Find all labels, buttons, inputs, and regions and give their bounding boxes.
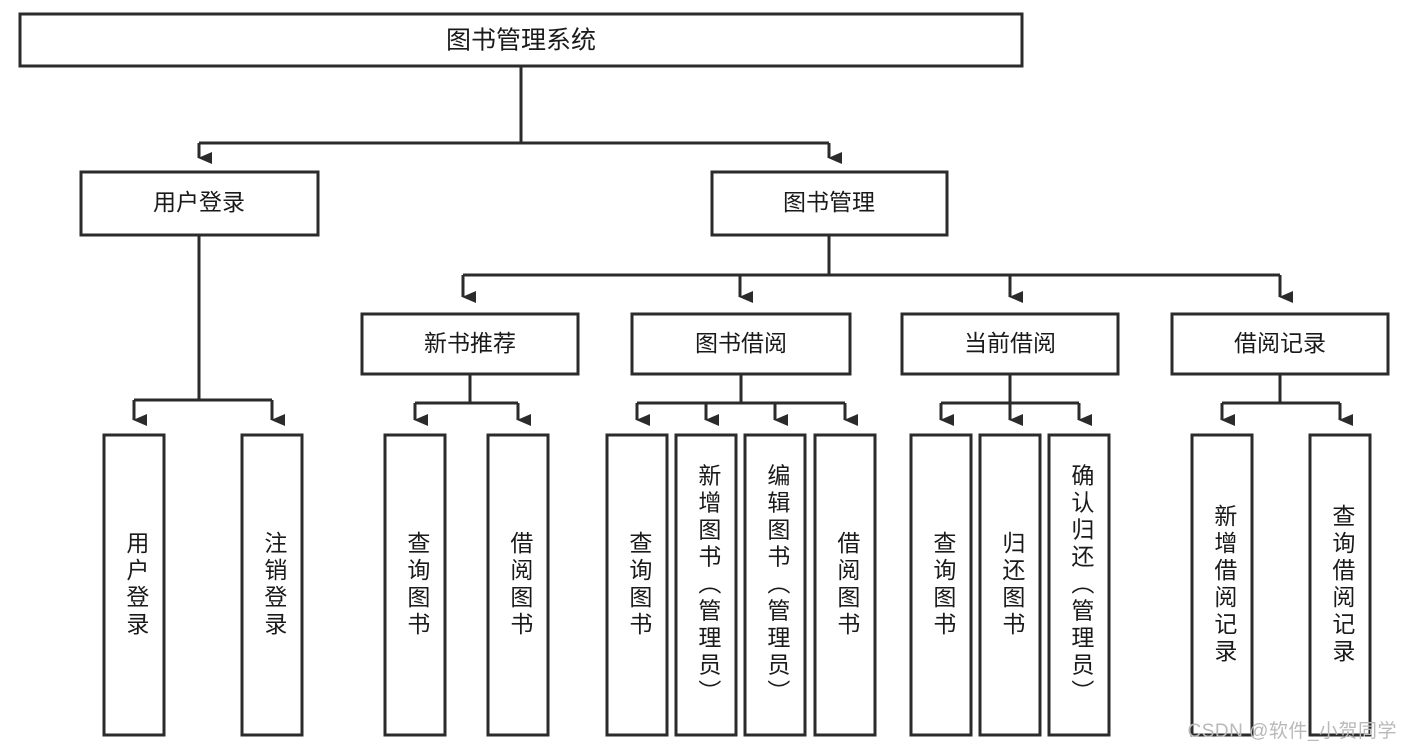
connector-root-to-level1 <box>197 66 842 164</box>
node-leaf-query-book-2[interactable]: 查询图书 <box>605 433 669 737</box>
node-leaf-logout-login[interactable]: 注销登录 <box>240 433 304 737</box>
node-root-label: 图书管理系统 <box>446 27 596 55</box>
node-leaf-return-book-label: 归还图书 <box>999 531 1026 639</box>
node-borrow-record[interactable]: 借阅记录 <box>1170 312 1390 376</box>
node-leaf-query-book-1[interactable]: 查询图书 <box>383 433 447 737</box>
node-user-login-label: 用户登录 <box>153 189 245 215</box>
node-leaf-query-book-1-label: 查询图书 <box>404 531 431 639</box>
node-user-login[interactable]: 用户登录 <box>79 170 320 237</box>
node-leaf-add-borrow-record-label: 新增借阅记录 <box>1211 504 1238 666</box>
node-leaf-edit-book-admin-label: 编辑图书（管理员） <box>764 464 791 707</box>
node-leaf-confirm-return-admin-label: 确认归还（管理员） <box>1068 464 1095 707</box>
connector-bookmanagement-to-level2 <box>461 235 1293 303</box>
connector-borrowrecord-to-leaves <box>1220 374 1353 426</box>
node-leaf-borrow-book-2-label: 借阅图书 <box>834 531 861 639</box>
node-leaf-borrow-book-2[interactable]: 借阅图书 <box>813 433 877 737</box>
node-book-management[interactable]: 图书管理 <box>710 170 949 237</box>
node-leaf-user-login[interactable]: 用户登录 <box>102 433 166 737</box>
connector-bookborrow-to-leaves <box>635 374 858 426</box>
csdn-watermark: CSDN @软件_小贺同学 <box>1187 721 1397 742</box>
node-leaf-user-login-label: 用户登录 <box>123 531 150 639</box>
connector-currentborrow-to-leaves <box>939 374 1092 426</box>
node-leaf-confirm-return-admin[interactable]: 确认归还（管理员） <box>1047 433 1111 737</box>
node-leaf-borrow-book-1-label: 借阅图书 <box>507 531 534 639</box>
connector-userlogin-to-leaves <box>132 235 285 426</box>
node-leaf-return-book[interactable]: 归还图书 <box>978 433 1042 737</box>
node-new-book-recommend[interactable]: 新书推荐 <box>360 312 580 376</box>
node-leaf-query-book-3[interactable]: 查询图书 <box>909 433 973 737</box>
node-leaf-add-book-admin-label: 新增图书（管理员） <box>695 464 722 707</box>
node-current-borrow-label: 当前借阅 <box>964 330 1056 356</box>
node-leaf-query-borrow-record[interactable]: 查询借阅记录 <box>1308 433 1372 737</box>
node-book-borrow-label: 图书借阅 <box>695 330 787 356</box>
node-leaf-borrow-book-1[interactable]: 借阅图书 <box>486 433 550 737</box>
node-borrow-record-label: 借阅记录 <box>1234 330 1326 356</box>
node-book-management-label: 图书管理 <box>783 189 875 215</box>
node-leaf-query-book-3-label: 查询图书 <box>930 531 957 639</box>
node-leaf-add-book-admin[interactable]: 新增图书（管理员） <box>674 433 738 737</box>
node-new-book-recommend-label: 新书推荐 <box>424 330 516 356</box>
node-book-borrow[interactable]: 图书借阅 <box>630 312 852 376</box>
node-leaf-query-book-2-label: 查询图书 <box>626 531 653 639</box>
node-leaf-add-borrow-record[interactable]: 新增借阅记录 <box>1190 433 1254 737</box>
node-leaf-edit-book-admin[interactable]: 编辑图书（管理员） <box>743 433 807 737</box>
node-leaf-logout-login-label: 注销登录 <box>261 531 288 639</box>
node-current-borrow[interactable]: 当前借阅 <box>900 312 1120 376</box>
connector-newbook-to-leaves <box>413 374 531 426</box>
node-leaf-query-borrow-record-label: 查询借阅记录 <box>1329 504 1356 666</box>
node-root-book-management-system[interactable]: 图书管理系统 <box>18 12 1024 68</box>
